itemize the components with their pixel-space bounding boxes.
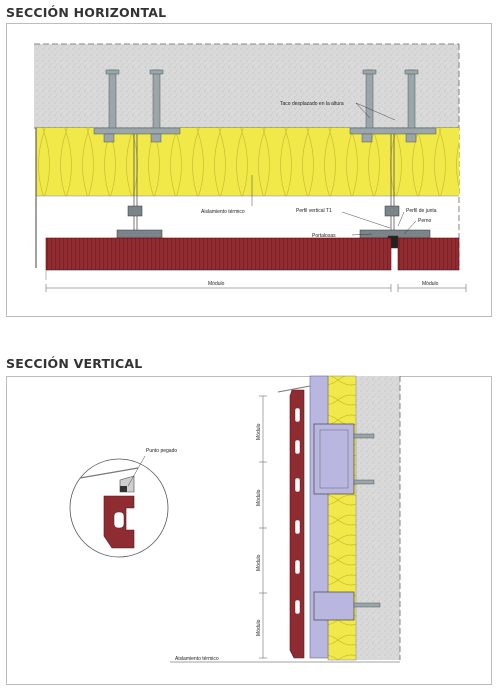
label-punto-pegado: Punto pegado xyxy=(146,448,177,454)
brick-cladding-right xyxy=(397,237,460,271)
vertical-profiles xyxy=(133,134,395,238)
detail-circle xyxy=(69,455,169,558)
concrete-wall-vertical xyxy=(356,376,400,660)
insulation-layer xyxy=(36,128,459,196)
module-dimension-vertical xyxy=(259,395,267,659)
label-modulo-h1: Módulo xyxy=(208,281,225,287)
vertical-section-frame xyxy=(6,376,492,685)
label-aislamiento-v: Aislamiento térmico xyxy=(175,656,219,662)
label-modulo-h2: Módulo xyxy=(422,281,439,287)
concrete-wall xyxy=(34,44,459,128)
label-portalosas: Portalosas xyxy=(312,233,336,239)
bracket-vertical-1 xyxy=(313,423,375,495)
module-dimension-lines xyxy=(45,284,467,292)
label-perno: Perno xyxy=(418,218,432,224)
label-modulo-v3: Módulo xyxy=(256,554,262,571)
vertical-section-title: SECCIÓN VERTICAL xyxy=(6,356,143,371)
label-modulo-v1: Módulo xyxy=(256,423,262,440)
brick-cladding-left xyxy=(45,237,392,271)
anchor-bolts-right xyxy=(349,69,437,143)
horizontal-section-title: SECCIÓN HORIZONTAL xyxy=(6,5,167,20)
label-perfil-vertical: Perfil vertical T1 xyxy=(296,208,332,214)
label-perfil-junta: Perfil de junta xyxy=(406,208,437,214)
label-taco: Taco desplazado en la altura xyxy=(280,101,344,107)
bracket-vertical-2 xyxy=(313,591,381,621)
label-aislamiento-h: Aislamiento térmico xyxy=(201,209,245,215)
label-modulo-v4: Módulo xyxy=(256,619,262,636)
label-modulo-v2: Módulo xyxy=(256,489,262,506)
